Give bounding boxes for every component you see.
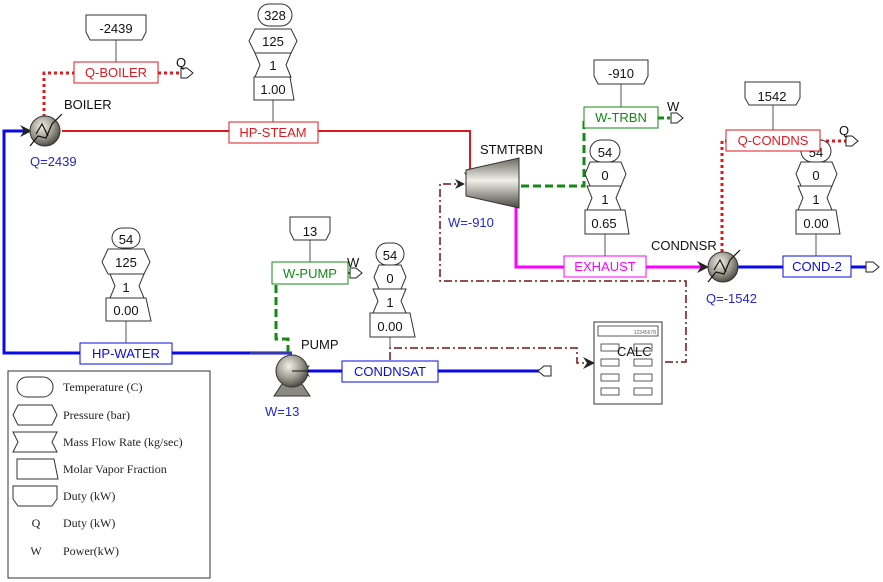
port-arrow-w-trbn-icon: [670, 112, 684, 124]
port-label-q-boiler: Q: [176, 55, 186, 70]
heat-exchanger-zigzag-icon: [29, 113, 63, 147]
legend-item-pressure: Pressure (bar): [12, 404, 130, 426]
duty-box-w-trbn: -910: [593, 59, 649, 107]
svg-text:HP-WATER: HP-WATER: [92, 346, 160, 361]
svg-text:Mass Flow Rate (kg/sec): Mass Flow Rate (kg/sec): [63, 435, 183, 449]
svg-text:1542: 1542: [758, 89, 787, 104]
svg-text:Q: Q: [32, 516, 41, 530]
legend-item-vapor-fraction: Molar Vapor Fraction: [16, 458, 167, 480]
energy-label-q-boiler[interactable]: Q-BOILER: [73, 61, 159, 84]
svg-text:0: 0: [386, 271, 393, 286]
legend-item-w-power: W Power(kW): [30, 544, 119, 558]
svg-text:1: 1: [601, 192, 608, 207]
legend: Temperature (C) Pressure (bar) Mass Flow…: [7, 370, 211, 579]
stream-label-hp-water[interactable]: HP-WATER: [79, 342, 173, 365]
svg-text:1: 1: [386, 295, 393, 310]
port-arrow-q-condns-icon: [845, 135, 859, 147]
pump-block[interactable]: [273, 354, 311, 397]
svg-text:Temperature (C): Temperature (C): [63, 380, 142, 394]
stream-table-exhaust: 54 0 1 0.65: [584, 139, 630, 256]
energy-label-q-condns-overlay: Q-CONDNS: [725, 129, 821, 152]
svg-text:HP-STEAM: HP-STEAM: [239, 125, 306, 140]
outlet-arrow-icon: [865, 261, 880, 273]
turbine-name: STMTRBN: [480, 142, 543, 157]
svg-text:CONDNSAT: CONDNSAT: [354, 364, 426, 379]
svg-text:Duty (kW): Duty (kW): [63, 489, 115, 503]
svg-text:Q-CONDNS: Q-CONDNS: [738, 133, 809, 148]
boiler-block[interactable]: [29, 113, 63, 147]
svg-text:W-TRBN: W-TRBN: [595, 110, 647, 125]
port-label-q-condns: Q: [839, 123, 849, 138]
pump-result: W=13: [265, 404, 299, 419]
svg-text:0.65: 0.65: [591, 216, 616, 231]
svg-text:0.00: 0.00: [377, 319, 402, 334]
energy-label-w-pump[interactable]: W-PUMP: [271, 261, 349, 285]
svg-text:54: 54: [119, 232, 133, 247]
calc-display: 12345678: [634, 330, 656, 336]
energy-label-w-trbn[interactable]: W-TRBN: [583, 106, 659, 129]
svg-text:54: 54: [383, 248, 397, 263]
condenser-name: CONDNSR: [651, 238, 717, 253]
boiler-name: BOILER: [64, 97, 112, 112]
svg-text:0.00: 0.00: [113, 303, 138, 318]
legend-item-mass-flow: Mass Flow Rate (kg/sec): [12, 431, 183, 453]
svg-text:1: 1: [122, 280, 129, 295]
svg-text:125: 125: [115, 255, 137, 270]
svg-text:Molar Vapor Fraction: Molar Vapor Fraction: [63, 462, 167, 476]
legend-item-q-duty: Q Duty (kW): [32, 516, 116, 530]
svg-text:0.00: 0.00: [803, 216, 828, 231]
svg-text:1: 1: [269, 58, 276, 73]
svg-text:1.00: 1.00: [260, 82, 285, 97]
svg-text:W-PUMP: W-PUMP: [283, 266, 337, 281]
svg-text:COND-2: COND-2: [792, 259, 842, 274]
svg-text:54: 54: [598, 145, 612, 160]
svg-text:328: 328: [264, 8, 286, 23]
legend-item-temperature: Temperature (C): [16, 376, 142, 398]
svg-text:W: W: [30, 544, 42, 558]
svg-text:Pressure (bar): Pressure (bar): [63, 408, 130, 422]
stream-table-hp-steam: 328 125 1 1.00: [248, 3, 298, 122]
port-arrow-w-pump-icon: [349, 267, 363, 279]
calc-block[interactable]: 12345678: [593, 321, 663, 405]
condenser-block[interactable]: [707, 249, 741, 283]
stream-table-condnsat: 54 0 1 0.00: [369, 242, 416, 348]
calc-name: CALC: [617, 344, 652, 359]
stream-table-hp-water: 54 125 1 0.00: [101, 227, 152, 343]
duty-box-q-condns: 1542: [744, 81, 801, 130]
stream-label-condnsat[interactable]: CONDNSAT: [341, 360, 439, 383]
turbine-block[interactable]: [465, 157, 520, 209]
legend-item-duty-box: Duty (kW): [12, 485, 115, 507]
stream-label-cond-2[interactable]: COND-2: [782, 255, 852, 278]
svg-text:-2439: -2439: [99, 21, 132, 36]
condenser-result: Q=-1542: [706, 291, 757, 306]
port-label-w-pump: W: [347, 255, 360, 270]
svg-text:125: 125: [262, 34, 284, 49]
svg-text:Duty (kW): Duty (kW): [63, 516, 115, 530]
boiler-result: Q=2439: [30, 154, 77, 169]
svg-text:EXHAUST: EXHAUST: [574, 259, 635, 274]
heat-line-q-boiler[interactable]: [42, 71, 181, 117]
svg-text:0: 0: [812, 168, 819, 183]
stream-label-exhaust[interactable]: EXHAUST: [563, 255, 647, 278]
svg-text:1: 1: [812, 192, 819, 207]
stream-label-hp-steam[interactable]: HP-STEAM: [228, 121, 319, 144]
svg-text:13: 13: [303, 224, 317, 239]
duty-box-q-boiler: -2439: [85, 14, 147, 62]
svg-text:Power(kW): Power(kW): [63, 544, 119, 558]
pump-name: PUMP: [301, 337, 339, 352]
inlet-arrow-icon: [537, 365, 552, 377]
port-label-w-trbn: W: [667, 99, 680, 114]
work-line-w-trbn[interactable]: [521, 116, 670, 188]
svg-text:0: 0: [601, 168, 608, 183]
stream-table-cond-2: 54 0 1 0.00: [795, 139, 841, 256]
port-arrow-q-boiler-icon: [180, 67, 194, 79]
calc-line-to-turbine[interactable]: [389, 179, 687, 369]
svg-text:-910: -910: [608, 66, 634, 81]
svg-text:Q-BOILER: Q-BOILER: [85, 65, 147, 80]
turbine-result: W=-910: [448, 215, 494, 230]
duty-box-w-pump: 13: [289, 216, 331, 262]
